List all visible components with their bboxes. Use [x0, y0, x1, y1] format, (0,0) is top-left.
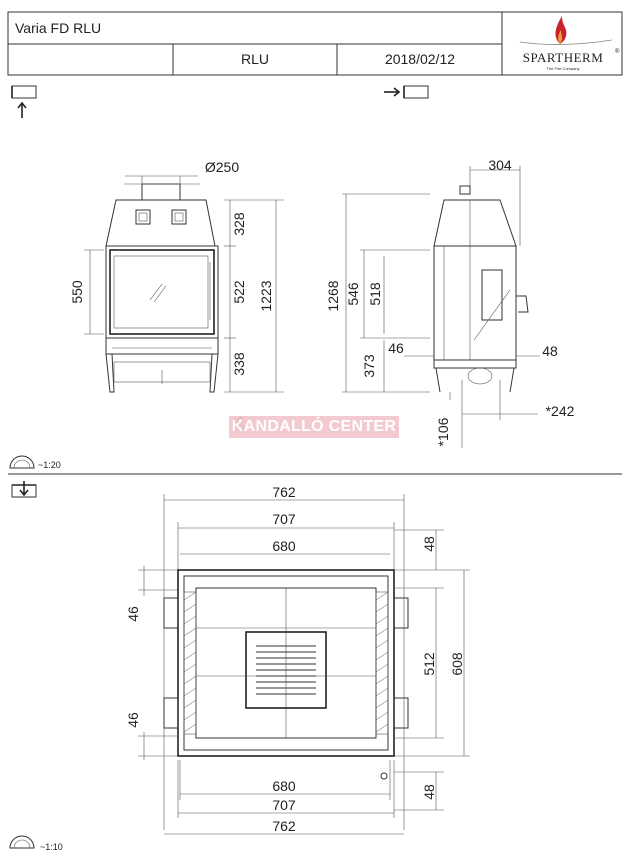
brand-tagline: The Fire Company	[546, 66, 579, 71]
side-view-drawing: 304 1268 546 518 373 46 48 *242 *106	[325, 157, 575, 448]
dim-total-height: 1223	[258, 280, 274, 311]
title-block: Varia FD RLU RLU 2018/02/12 SPARTHERM ® …	[7, 11, 623, 76]
dim-opening-height: 550	[69, 280, 85, 304]
dim-46-upper: 46	[125, 606, 141, 622]
dim-608: 608	[449, 652, 465, 676]
dim-46-side: 46	[388, 340, 404, 356]
dim-512: 512	[421, 652, 437, 676]
variant-label: RLU	[241, 51, 269, 67]
front-view-symbol	[11, 85, 37, 118]
lower-scale-indicator: ~1:10	[9, 835, 63, 852]
watermark-banner: KANDALLÓ CENTER	[229, 416, 399, 438]
dim-707-top: 707	[272, 511, 296, 527]
brand-registered: ®	[615, 48, 620, 55]
lower-scale-label: ~1:10	[40, 842, 63, 852]
dim-glass-height: 522	[231, 280, 247, 304]
top-view-drawing: 762 707 680	[125, 484, 470, 835]
dim-top-height: 328	[231, 212, 247, 236]
top-view-symbol	[11, 481, 37, 498]
front-view-drawing: Ø250 328 522 338 1223 35 550	[69, 159, 284, 432]
dim-48-side: 48	[542, 343, 558, 359]
dim-48-bottom: 48	[421, 784, 437, 800]
side-view-symbol	[384, 85, 429, 99]
dim-48-top: 48	[421, 536, 437, 552]
dim-bottom-height: 338	[231, 352, 247, 376]
brand-name: SPARTHERM	[523, 50, 604, 65]
dim-side-total: 1268	[325, 280, 341, 311]
upper-scale-indicator: ~1:20	[9, 455, 61, 470]
upper-scale-label: ~1:20	[38, 460, 61, 470]
dim-frame-546: 546	[345, 282, 361, 306]
date-label: 2018/02/12	[385, 51, 455, 67]
dim-680-bottom: 680	[272, 778, 296, 794]
dim-680-top: 680	[272, 538, 296, 554]
dim-flue-diameter: Ø250	[205, 159, 239, 175]
dim-707-bottom: 707	[272, 797, 296, 813]
dim-242: *242	[546, 403, 575, 419]
dim-46-lower: 46	[125, 712, 141, 728]
dim-lower-373: 373	[361, 354, 377, 378]
dim-depth-top: 304	[488, 157, 512, 173]
dim-106: *106	[435, 417, 451, 446]
dim-762-bottom: 762	[272, 818, 296, 834]
product-name: Varia FD RLU	[15, 20, 101, 36]
dim-frame-518: 518	[367, 282, 383, 306]
spartherm-logo: SPARTHERM ® The Fire Company	[519, 16, 620, 71]
dim-762-top: 762	[272, 484, 296, 500]
